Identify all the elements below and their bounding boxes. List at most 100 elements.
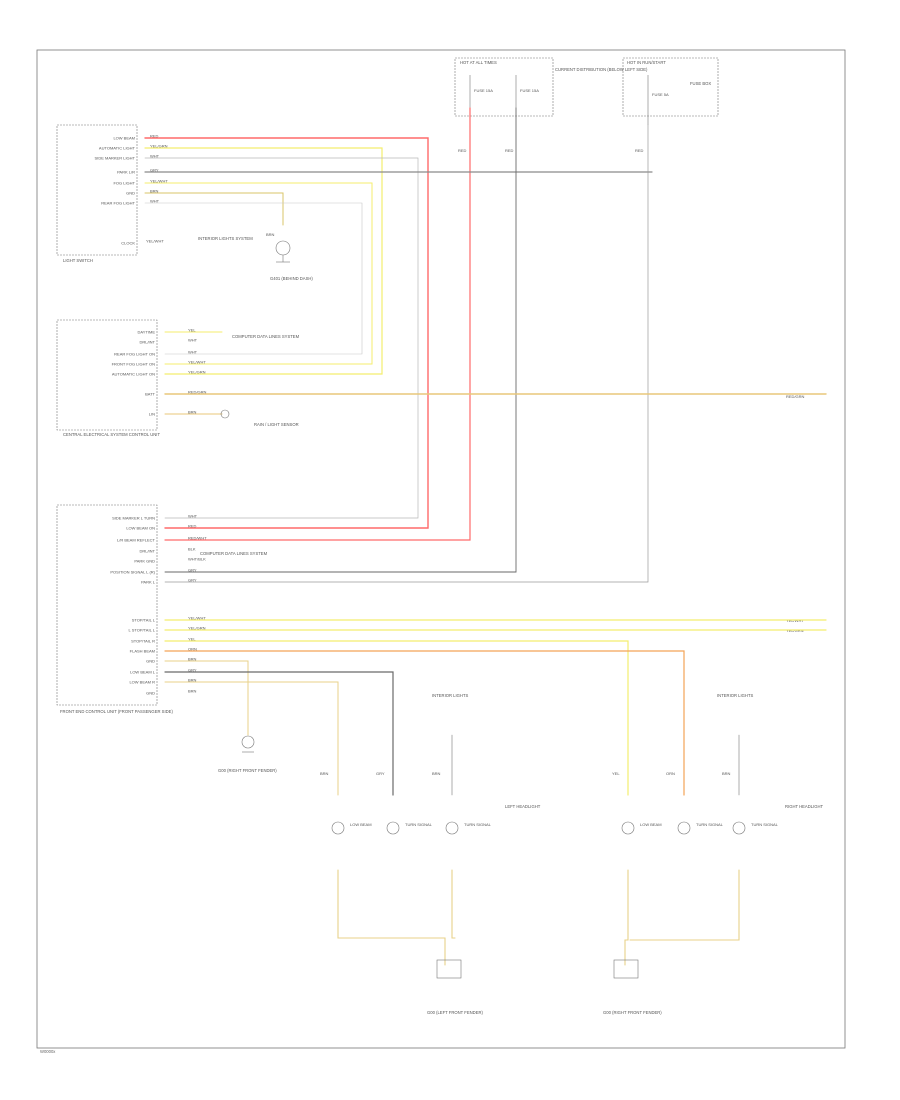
central-control-caption: CENTRAL ELECTRICAL SYSTEM CONTROL UNIT	[63, 432, 160, 437]
pin-label: PARK GND	[134, 559, 155, 564]
wire-label: WHT/BLK	[188, 557, 206, 562]
light-switch-ground: BRN G401 (BEHIND DASH)	[266, 232, 313, 281]
bulb-label: LOW BEAM	[350, 822, 372, 827]
wire-red	[144, 137, 429, 529]
fuse-box-hot-in-run: HOT IN RUN/START FUSE BOX FUSE 5A RED	[622, 57, 719, 153]
front-end-caption: FRONT END CONTROL UNIT (FRONT PASSENGER …	[60, 709, 173, 714]
wire-label: ORN	[188, 647, 197, 652]
wire-label: YEL/GRN	[150, 144, 168, 149]
pin-label: GND	[146, 659, 155, 664]
wire-label: BRN	[188, 689, 197, 694]
fuse-label: FUSE 15A	[520, 88, 539, 93]
pin-label: LIN	[149, 412, 155, 417]
wire-label: RED	[458, 148, 467, 153]
wire-brn	[164, 681, 339, 796]
pin-label: GND	[126, 191, 135, 196]
pin-label: SIDE MARKER LIGHT	[95, 156, 136, 161]
wire-label: YEL/WHT	[150, 179, 168, 184]
wire-label: GRY	[150, 168, 159, 173]
fuse-box-note: CURRENT DISTRIBUTION (BELOW LEFT SIDE)	[555, 67, 648, 72]
wire-gry	[164, 671, 394, 796]
pin-label: DRL/INT	[139, 340, 155, 345]
wire-label: RED/WHT	[188, 536, 207, 541]
fuse-box-note: FUSE BOX	[690, 81, 711, 86]
wire-label: BRN	[320, 771, 329, 776]
wire-gray	[164, 107, 517, 573]
bulb-label: TURN SIGNAL	[751, 822, 779, 827]
fuse-label: FUSE 15A	[474, 88, 493, 93]
pin-label: FRONT FOG LIGHT ON	[112, 362, 156, 367]
fuse-label: FUSE 5A	[652, 92, 669, 97]
wire-label: RED	[150, 134, 159, 139]
pin-label: DAYTIME	[138, 330, 156, 335]
wire-label: GRY	[188, 568, 197, 573]
wire-label: WHT	[188, 338, 198, 343]
pin-label: LOW BEAM L	[130, 670, 156, 675]
pin-label: DRL/INT	[139, 549, 155, 554]
bulb-label: LOW BEAM	[640, 822, 662, 827]
pin-label: STOP/TAIL R	[131, 639, 155, 644]
wire-label: YEL/WHT	[188, 616, 206, 621]
wire-label: WHT	[188, 350, 198, 355]
wire-label: WHT	[150, 199, 160, 204]
headlight-top-label: INTERIOR LIGHTS	[432, 693, 469, 698]
right-headlight: INTERIOR LIGHTS RIGHT HEADLIGHT LOW BEAM…	[603, 693, 824, 1015]
wire-orn	[164, 650, 685, 796]
wire-brn	[164, 660, 249, 736]
fuse-box-title: HOT IN RUN/START	[627, 60, 666, 65]
wire-label: YEL/GRN	[188, 370, 206, 375]
wire-label: WHT	[150, 154, 160, 159]
sensor-label: RAIN / LIGHT SENSOR	[254, 422, 299, 427]
pin-label: GND	[146, 691, 155, 696]
wire-label: RED	[188, 524, 197, 529]
central-electrical-control-unit: CENTRAL ELECTRICAL SYSTEM CONTROL UNIT C…	[56, 319, 805, 437]
pin-label: FOG LIGHT	[113, 181, 135, 186]
wire-label: YEL/GRN	[188, 626, 206, 631]
fuse-box-hot-at-all-times: HOT AT ALL TIMES CURRENT DISTRIBUTION (B…	[454, 57, 648, 153]
wire-label: WHT	[188, 514, 198, 519]
rain-light-sensor	[220, 409, 230, 419]
left-headlight: INTERIOR LIGHTS LEFT HEADLIGHT LOW BEAM …	[320, 693, 541, 1015]
pin-label: PARK L	[141, 580, 156, 585]
wire-label: BLK	[188, 547, 196, 552]
wire-brn	[144, 192, 284, 226]
wire-label: RED/GRN	[188, 390, 207, 395]
pin-label: SIDE MARKER L TURN	[112, 516, 155, 521]
pin-label: AUTOMATIC LIGHT	[99, 146, 136, 151]
wire-label: RED	[505, 148, 514, 153]
wire-label: BRN	[266, 232, 275, 237]
wire-label: YEL	[188, 328, 196, 333]
light-switch-caption: LIGHT SWITCH	[63, 258, 93, 263]
left-headlight-caption: LEFT HEADLIGHT	[505, 804, 541, 809]
wire-label: RED	[635, 148, 644, 153]
right-headlight-caption: RIGHT HEADLIGHT	[785, 804, 824, 809]
pin-label: CLOCK	[121, 241, 135, 246]
wire-label: GRY	[376, 771, 385, 776]
pin-label: STOP/TAIL L	[132, 618, 156, 623]
ground-label: G00 (LEFT FRONT FENDER)	[427, 1010, 484, 1015]
pin-label: AUTOMATIC LIGHT ON	[112, 372, 155, 377]
ref-label: COMPUTER DATA LINES SYSTEM	[232, 334, 300, 339]
pin-label: REAR FOG LIGHT ON	[114, 352, 155, 357]
wire-label: BRN	[188, 678, 197, 683]
wire-label: BRN	[188, 657, 197, 662]
wire-label: ORN	[666, 771, 675, 776]
wire-yel	[164, 640, 629, 796]
fuse-box-title: HOT AT ALL TIMES	[460, 60, 497, 65]
pin-label: LOW BEAM	[113, 136, 135, 141]
bulb-label: TURN SIGNAL	[696, 822, 724, 827]
diagram-frame	[36, 49, 846, 1049]
ground-label: G00 (RIGHT FRONT FENDER)	[218, 768, 277, 773]
pin-label: POSITION SIGNAL L (R)	[110, 570, 155, 575]
wire-tan	[629, 869, 740, 941]
pin-label: PARK L/R	[117, 170, 135, 175]
ref-label: COMPUTER DATA LINES SYSTEM	[200, 551, 268, 556]
headlight-top-label: INTERIOR LIGHTS	[717, 693, 754, 698]
wire-label: BRN	[150, 189, 159, 194]
bulb-label: TURN SIGNAL	[405, 822, 433, 827]
pin-label: BATT	[145, 392, 155, 397]
wire-label: YEL/WHT	[188, 360, 206, 365]
wire-yelwht	[144, 182, 373, 365]
wire-label: YEL	[188, 637, 196, 642]
